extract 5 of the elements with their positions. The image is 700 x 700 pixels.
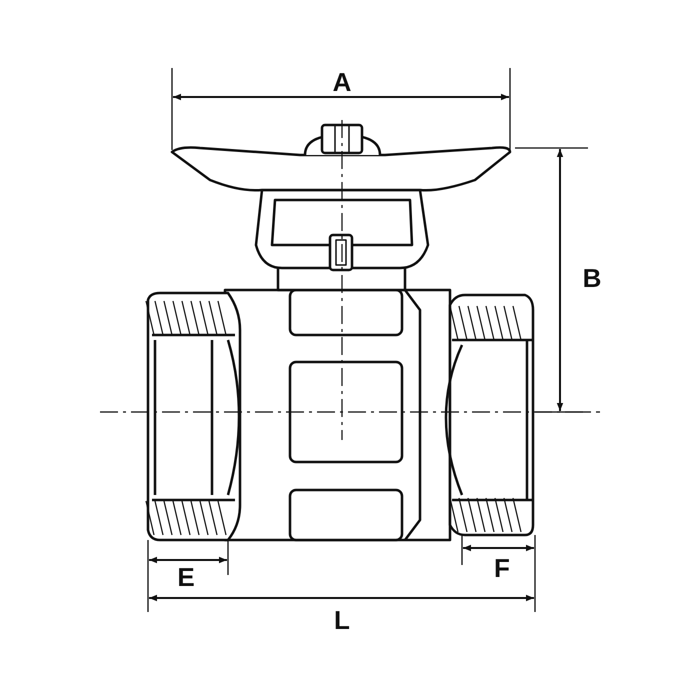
- dimension-label: B: [582, 265, 602, 291]
- dimension-label: F: [494, 555, 510, 581]
- dimension-label: E: [177, 564, 195, 590]
- dimension-label: L: [334, 607, 350, 633]
- dimension-label: A: [332, 69, 352, 95]
